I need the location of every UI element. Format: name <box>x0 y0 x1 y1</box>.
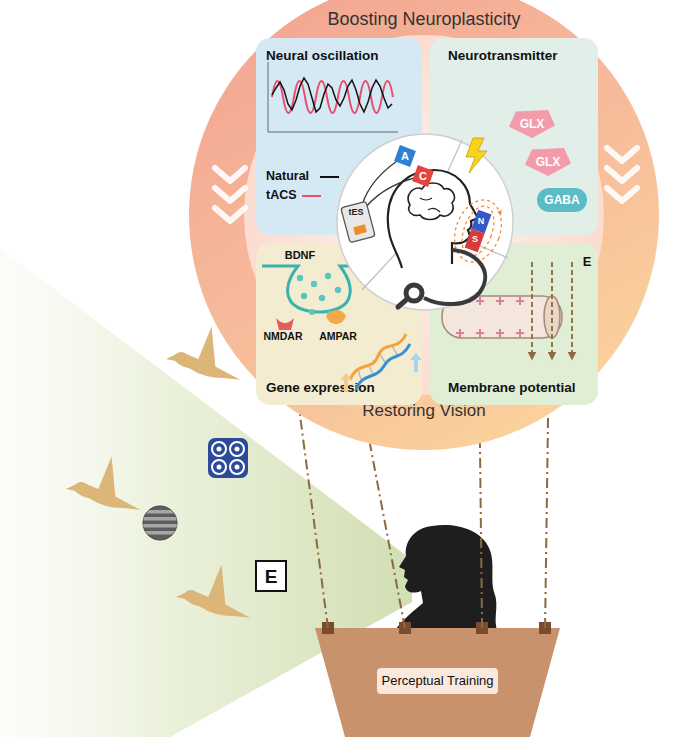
glx-pentagon: GLX <box>509 110 555 138</box>
gabor-patch <box>143 506 177 540</box>
flow-chevron <box>215 188 245 201</box>
ring-band <box>189 0 659 450</box>
letter-card: E <box>255 560 287 592</box>
node-label: Gene expression <box>266 380 416 396</box>
node-label: GLX <box>525 155 571 169</box>
stimulus-icon <box>208 438 248 478</box>
balloon-rope <box>480 443 482 628</box>
part-label: S <box>472 235 478 245</box>
node-label: Neural oscillation <box>266 48 418 64</box>
training-basket: Perceptual Training <box>315 628 560 737</box>
part-label: N <box>478 217 485 227</box>
part-label: tES <box>348 208 363 218</box>
gabor-patch <box>140 510 180 535</box>
part-label: E <box>583 255 592 269</box>
stimulus-icon <box>217 465 222 470</box>
stimulus-icon <box>217 447 222 452</box>
glx-pentagon: GLX <box>525 148 571 176</box>
part-label: BDNF <box>285 249 316 261</box>
balloon-rope <box>300 415 328 628</box>
node-label: GLX <box>509 117 555 131</box>
node-label: GABA <box>537 193 587 207</box>
bird <box>66 457 140 510</box>
mechanism-panel: Neural oscillation <box>256 38 422 235</box>
node-label: Membrane potential <box>448 380 596 396</box>
balloon-ring: Boosting NeuroplasticityRestoring Vision… <box>189 0 659 450</box>
stimulus-icon <box>212 460 226 474</box>
flow-chevron <box>215 168 245 181</box>
gabor-patch <box>140 510 180 514</box>
node-label: Boosting Neuroplasticity <box>274 9 574 31</box>
stimulus-icon <box>230 442 244 456</box>
gabor-patch <box>140 517 180 521</box>
gaba-pill: GABA <box>537 188 587 212</box>
legend-text: Natural <box>266 169 309 184</box>
pentagon-shape <box>509 110 555 138</box>
pentagon-shape <box>525 148 571 176</box>
flow-chevron <box>215 208 245 221</box>
bird <box>176 565 250 618</box>
flow-chevron <box>607 148 637 161</box>
part-label: AMPAR <box>319 331 357 343</box>
node-label: Perceptual Training <box>377 668 498 694</box>
bird <box>66 327 250 618</box>
stimulus-icon <box>235 447 240 452</box>
node-label: E <box>257 566 285 589</box>
part-label: NMDAR <box>263 331 302 343</box>
part-label: A <box>401 150 409 162</box>
node-label: Neurotransmitter <box>448 48 594 64</box>
flow-chevron <box>607 188 637 201</box>
mechanism-panel: NeurotransmitterGLX GLX GABA <box>430 38 598 235</box>
part-label: C <box>419 170 427 182</box>
gabor-patch <box>140 506 180 540</box>
woman-silhouette <box>394 525 498 632</box>
stimulus-icon <box>230 460 244 474</box>
stimulus-icon <box>235 465 240 470</box>
stimulus-icon <box>208 438 248 478</box>
basket-shape <box>315 628 560 737</box>
flow-chevron <box>607 168 637 181</box>
mechanism-panel: Gene expression <box>256 243 422 405</box>
balloon-rope <box>370 444 405 628</box>
mechanism-panel: Membrane potential <box>430 243 598 405</box>
gabor-patch <box>140 524 180 528</box>
stimulus-icon <box>212 442 226 456</box>
legend-text: tACS <box>266 188 297 203</box>
gabor-patch <box>140 531 180 535</box>
balloon-rope <box>545 415 548 628</box>
